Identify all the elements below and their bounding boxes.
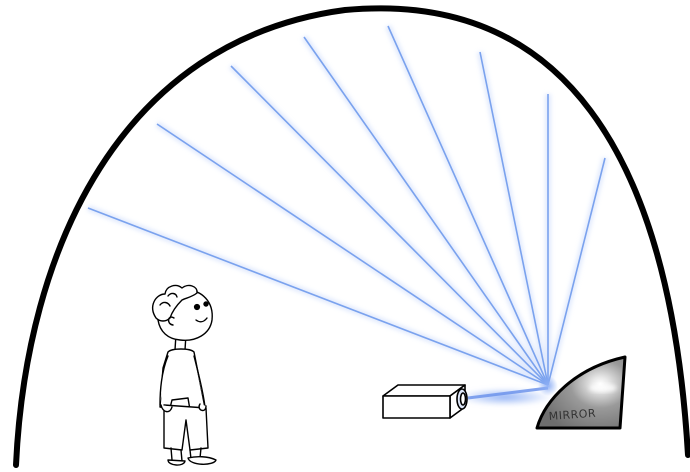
mirror-label: MIRROR — [548, 407, 596, 423]
ray — [387, 25, 549, 386]
projector-beam — [457, 376, 558, 406]
ray — [303, 36, 549, 386]
dome-arc — [13, 5, 690, 468]
light-rays — [86, 24, 608, 388]
ray — [547, 157, 606, 386]
boy-icon — [152, 284, 217, 466]
ray — [156, 123, 549, 386]
ray — [479, 51, 549, 386]
projector-icon — [382, 384, 468, 419]
mirror-icon: MIRROR — [535, 355, 627, 430]
ray — [87, 207, 549, 386]
ray — [230, 65, 549, 386]
